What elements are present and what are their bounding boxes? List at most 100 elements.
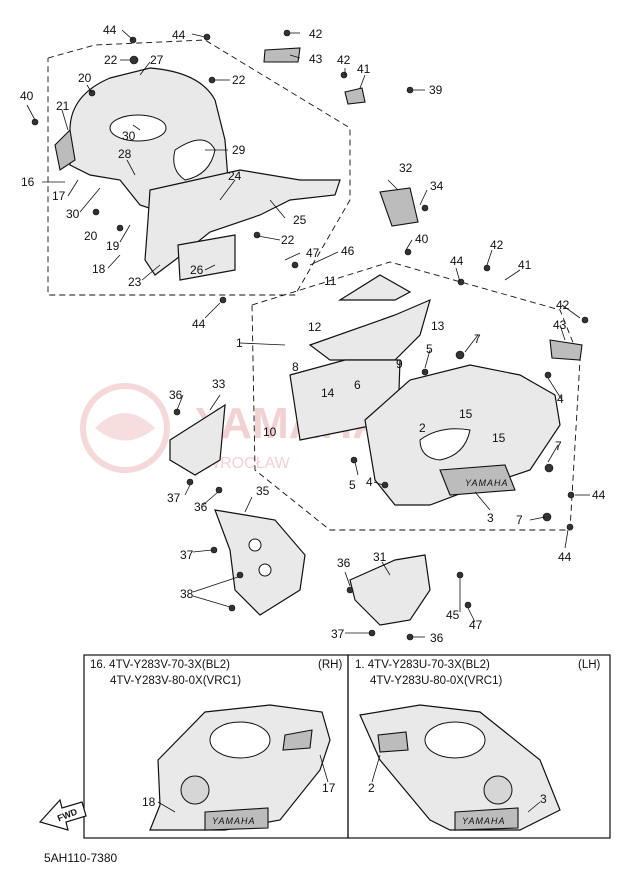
callout-43b: 43 <box>553 318 567 332</box>
callout-4b: 4 <box>366 475 373 489</box>
callout-30a: 30 <box>122 129 136 143</box>
rh-side-label: (RH) <box>318 659 342 671</box>
callout-7: 7 <box>474 332 481 346</box>
callout-44a: 44 <box>103 23 117 37</box>
callout-47b: 47 <box>469 618 483 632</box>
callout-36c: 36 <box>337 556 351 570</box>
callout-47a: 47 <box>306 246 320 260</box>
lh-variant-box <box>347 654 611 839</box>
callout-17: 17 <box>52 189 66 203</box>
callout-25: 25 <box>293 213 307 227</box>
watermark-subtitle: WROCŁAW <box>205 455 291 472</box>
callout-11: 11 <box>324 274 337 288</box>
callout-45: 45 <box>446 608 460 622</box>
callout-42c: 42 <box>490 238 504 252</box>
fwd-arrow: FWD <box>38 798 87 831</box>
part-callouts: 1 2 3 4 5 6 7 8 9 10 11 12 13 14 15 15 1… <box>20 23 606 645</box>
callout-44b: 44 <box>172 28 186 42</box>
callout-42a: 42 <box>309 27 323 41</box>
callout-7c: 7 <box>555 439 562 453</box>
callout-35: 35 <box>256 484 270 498</box>
lh-side-label: (LH) <box>578 659 601 671</box>
lower-assembly-outline <box>251 261 581 531</box>
callout-22b: 22 <box>232 73 246 87</box>
callout-10: 10 <box>263 425 277 439</box>
leader-lines <box>26 29 590 638</box>
lh-brand: YAMAHA <box>462 816 506 826</box>
callout-15a: 15 <box>459 407 473 421</box>
rh-variant: 16. 4TV-Y283V-70-3X(BL2) 4TV-Y283V-80-0X… <box>90 659 342 831</box>
callout-37c: 37 <box>331 627 345 641</box>
lh-callout-2: 2 <box>368 781 375 795</box>
callout-44c: 44 <box>192 317 206 331</box>
callout-7b: 7 <box>516 513 523 527</box>
callout-43a: 43 <box>309 52 323 66</box>
upper-cowling <box>54 47 419 281</box>
callout-36a: 36 <box>169 388 183 402</box>
callout-3: 3 <box>487 511 494 525</box>
callout-42b: 42 <box>337 53 351 67</box>
callout-37b: 37 <box>180 548 194 562</box>
callout-31: 31 <box>373 550 387 564</box>
callout-30b: 30 <box>66 207 80 221</box>
callout-27: 27 <box>150 53 164 67</box>
rh-part-line1: 16. 4TV-Y283V-70-3X(BL2) <box>90 659 230 671</box>
callout-33: 33 <box>212 377 226 391</box>
callout-13: 13 <box>431 319 445 333</box>
callout-38: 38 <box>180 587 194 601</box>
callout-20b: 20 <box>84 229 98 243</box>
callout-8: 8 <box>292 360 299 374</box>
callout-2: 2 <box>419 421 426 435</box>
callout-36b: 36 <box>194 500 208 514</box>
rh-callout-17: 17 <box>322 781 336 795</box>
side-cowling-brand: YAMAHA <box>465 478 509 488</box>
callout-16: 16 <box>21 175 35 189</box>
callout-5: 5 <box>426 342 433 356</box>
rh-callout-18: 18 <box>142 795 156 809</box>
callout-41b: 41 <box>518 258 532 272</box>
callout-46: 46 <box>341 244 355 258</box>
callout-20a: 20 <box>78 71 92 85</box>
callout-18: 18 <box>92 262 106 276</box>
callout-22a: 22 <box>104 53 118 67</box>
callout-12: 12 <box>308 320 322 334</box>
lh-callout-3: 3 <box>540 792 547 806</box>
callout-21: 21 <box>56 99 70 113</box>
lh-variant: 1. 4TV-Y283U-70-3X(BL2) 4TV-Y283U-80-0X(… <box>355 659 601 831</box>
callout-44d: 44 <box>450 254 464 268</box>
callout-15b: 15 <box>492 431 506 445</box>
callout-36d: 36 <box>430 631 444 645</box>
callout-44e: 44 <box>592 488 606 502</box>
brackets <box>169 339 583 626</box>
callout-24: 24 <box>228 169 242 183</box>
rh-part-line2: 4TV-Y283V-80-0X(VRC1) <box>110 675 241 687</box>
callout-28: 28 <box>118 147 132 161</box>
lh-part-line1: 1. 4TV-Y283U-70-3X(BL2) <box>355 659 490 671</box>
callout-6: 6 <box>354 378 361 392</box>
callout-19: 19 <box>106 239 120 253</box>
callout-37a: 37 <box>167 491 181 505</box>
rh-brand: YAMAHA <box>212 816 256 826</box>
upper-assembly-outline <box>47 39 351 296</box>
callout-40b: 40 <box>415 232 429 246</box>
callout-29: 29 <box>232 143 246 157</box>
callout-5b: 5 <box>349 478 356 492</box>
callout-41a: 41 <box>357 62 371 76</box>
callout-22c: 22 <box>281 233 295 247</box>
callout-1: 1 <box>236 336 243 350</box>
callout-14: 14 <box>321 386 335 400</box>
callout-32: 32 <box>399 161 413 175</box>
callout-9: 9 <box>396 357 403 371</box>
callout-42d: 42 <box>556 298 570 312</box>
callout-34: 34 <box>430 179 444 193</box>
callout-44f: 44 <box>558 550 572 564</box>
callout-40a: 40 <box>20 89 34 103</box>
callout-4: 4 <box>557 392 564 406</box>
callout-26: 26 <box>190 263 204 277</box>
footer-code: 5AH110-7380 <box>44 851 117 865</box>
side-cowling: YAMAHA <box>289 274 561 506</box>
lh-part-line2: 4TV-Y283U-80-0X(VRC1) <box>370 675 502 687</box>
callout-23: 23 <box>128 275 142 289</box>
callout-39: 39 <box>429 83 443 97</box>
